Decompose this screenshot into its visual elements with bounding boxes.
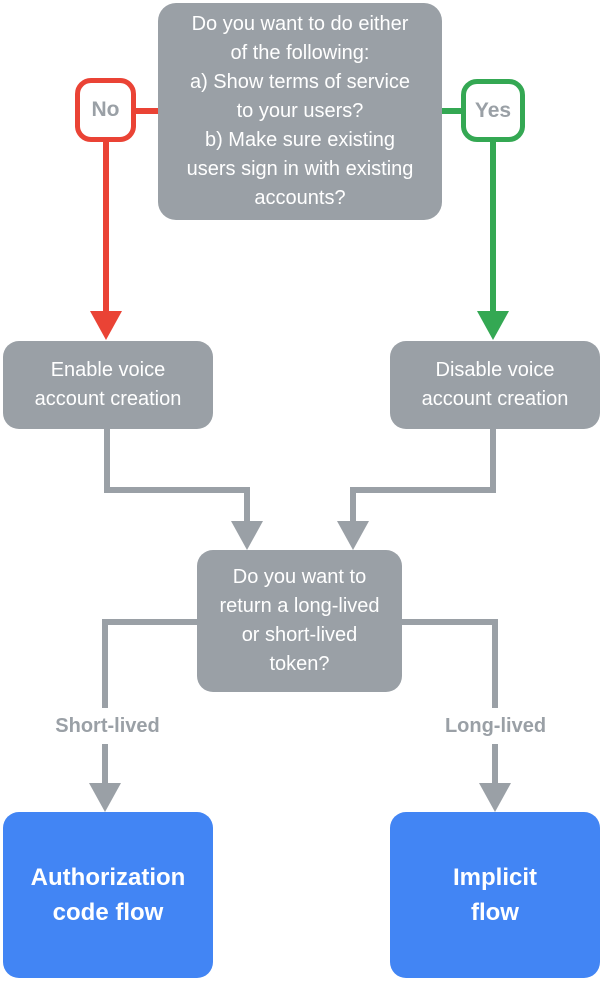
enable-connector-horizontal (104, 487, 250, 493)
node-token-question: Do you want to return a long-lived or sh… (197, 550, 402, 692)
no-badge: No (75, 78, 136, 142)
token-question-text: Do you want to return a long-lived or sh… (219, 566, 380, 675)
short-lived-connector-horizontal (102, 619, 197, 625)
short-lived-connector-vertical (102, 619, 108, 785)
short-lived-label-text: Short-lived (55, 714, 160, 737)
no-branch-arrowhead-icon (90, 311, 122, 340)
disable-connector-vertical (490, 429, 496, 493)
disable-voice-text: Disable voice account creation (421, 359, 569, 410)
long-lived-connector-horizontal (402, 619, 498, 625)
enable-connector-drop (244, 493, 250, 523)
node-authorization-code-flow: Authorization code flow (3, 812, 213, 978)
no-badge-label: No (91, 98, 120, 121)
disable-arrowhead-icon (337, 521, 369, 550)
no-branch-connector-vertical (103, 142, 109, 312)
implicit-flow-text: Implicit flow (452, 864, 537, 926)
node-enable-voice-account-creation: Enable voice account creation (3, 341, 213, 429)
enable-connector-vertical (104, 429, 110, 493)
node-start-question: Do you want to do either of the followin… (158, 3, 442, 220)
no-branch-connector-horizontal (136, 108, 158, 114)
authorization-code-flow-text: Authorization code flow (30, 864, 186, 926)
long-lived-label: Long-lived (411, 708, 580, 744)
enable-voice-text: Enable voice account creation (34, 359, 182, 410)
long-lived-arrowhead-icon (479, 783, 511, 812)
yes-branch-arrowhead-icon (477, 311, 509, 340)
node-disable-voice-account-creation: Disable voice account creation (390, 341, 600, 429)
disable-connector-horizontal (350, 487, 496, 493)
yes-badge-label: Yes (474, 98, 512, 122)
disable-connector-drop (350, 493, 356, 523)
long-lived-connector-vertical (492, 619, 498, 785)
node-implicit-flow: Implicit flow (390, 812, 600, 978)
yes-branch-connector-vertical (490, 142, 496, 312)
enable-arrowhead-icon (231, 521, 263, 550)
yes-branch-connector-horizontal (442, 108, 461, 114)
short-lived-arrowhead-icon (89, 783, 121, 812)
short-lived-label: Short-lived (23, 708, 192, 744)
yes-badge: Yes (461, 79, 525, 142)
start-question-text: Do you want to do either of the followin… (186, 13, 414, 209)
long-lived-label-text: Long-lived (444, 714, 547, 737)
